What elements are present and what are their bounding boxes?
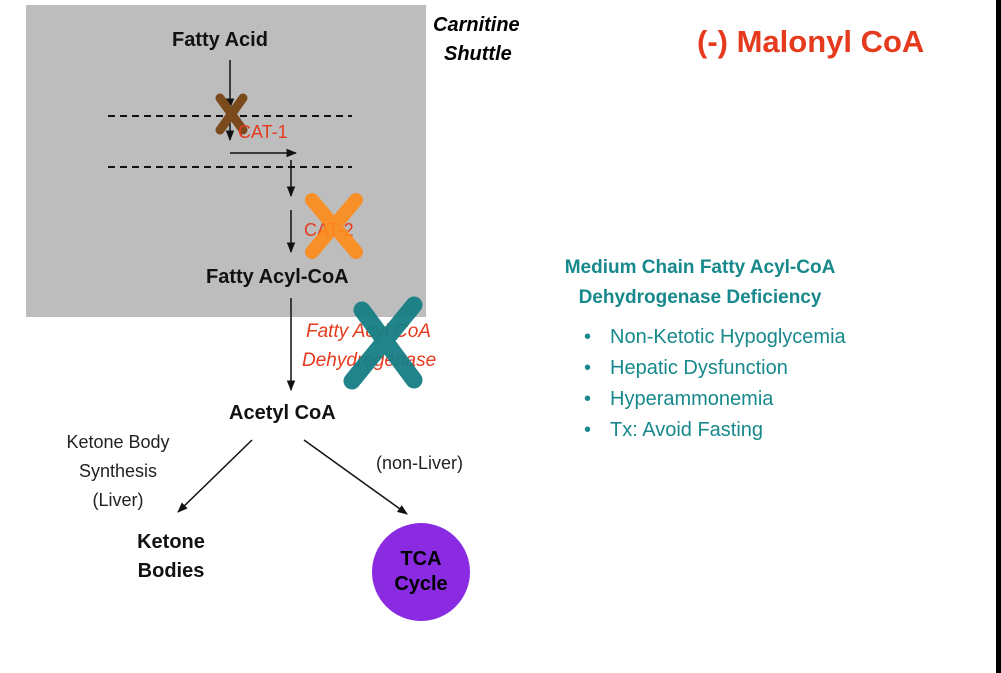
bullet-icon: • [584, 326, 592, 348]
list-item: • Non-Ketotic Hypoglycemia [584, 322, 846, 353]
cat1-label: CAT-1 [238, 122, 288, 142]
symptom-text: Hepatic Dysfunction [610, 357, 788, 379]
ketone-synthesis-line: (Liver) [92, 490, 144, 510]
ketone-synthesis-line: Ketone Body [66, 432, 170, 452]
symptom-text: Tx: Avoid Fasting [610, 419, 764, 441]
list-item: • Hyperammonemia [584, 384, 846, 415]
window-edge [996, 0, 1001, 673]
mcad-title-line: Dehydrogenase Deficiency [578, 287, 822, 308]
list-item: • Hepatic Dysfunction [584, 353, 846, 384]
ketone-bodies-line: Bodies [137, 560, 205, 582]
bullet-icon: • [584, 419, 592, 441]
symptom-text: Non-Ketotic Hypoglycemia [610, 326, 846, 348]
ketone-bodies-line: Ketone [137, 531, 205, 553]
ketone-synthesis-line: Synthesis [78, 461, 158, 481]
carnitine-shuttle-title: Carnitine [433, 14, 520, 36]
tca-line: TCA [400, 548, 442, 570]
ketone-bodies-label: Ketone Bodies [118, 528, 224, 586]
arrow-to-ketone-bodies [177, 439, 253, 513]
non-liver-label: (non-Liver) [376, 453, 464, 473]
symptom-list: • Non-Ketotic Hypoglycemia • Hepatic Dysfu… [584, 322, 846, 446]
mcad-title-line: Medium Chain Fatty Acyl-CoA [564, 257, 836, 278]
acetyl-coa-label: Acetyl CoA [229, 402, 336, 424]
symptom-text: Hyperammonemia [610, 388, 774, 410]
mcad-deficiency-title: Medium Chain Fatty Acyl-CoA Dehydrogenas… [500, 253, 900, 313]
malonyl-coa-inhibitor: (-) Malonyl CoA [697, 24, 925, 59]
bullet-icon: • [584, 388, 592, 410]
carnitine-shuttle-region [26, 5, 426, 317]
cross-mark-icon [305, 193, 363, 259]
fatty-acid-label: Fatty Acid [172, 29, 268, 51]
ketone-body-synthesis-label: Ketone Body Synthesis (Liver) [48, 428, 188, 515]
cross-mark-icon [343, 296, 423, 390]
fatty-acyl-coa-label: Fatty Acyl-CoA [206, 266, 349, 288]
tca-line: Cycle [394, 573, 448, 595]
arrow-to-tca [303, 439, 408, 515]
tca-cycle-node: TCA Cycle [372, 523, 470, 621]
carnitine-shuttle-title: Shuttle [444, 43, 512, 65]
bullet-icon: • [584, 357, 592, 379]
list-item: • Tx: Avoid Fasting [584, 415, 846, 446]
cross-mark-icon [215, 93, 248, 135]
